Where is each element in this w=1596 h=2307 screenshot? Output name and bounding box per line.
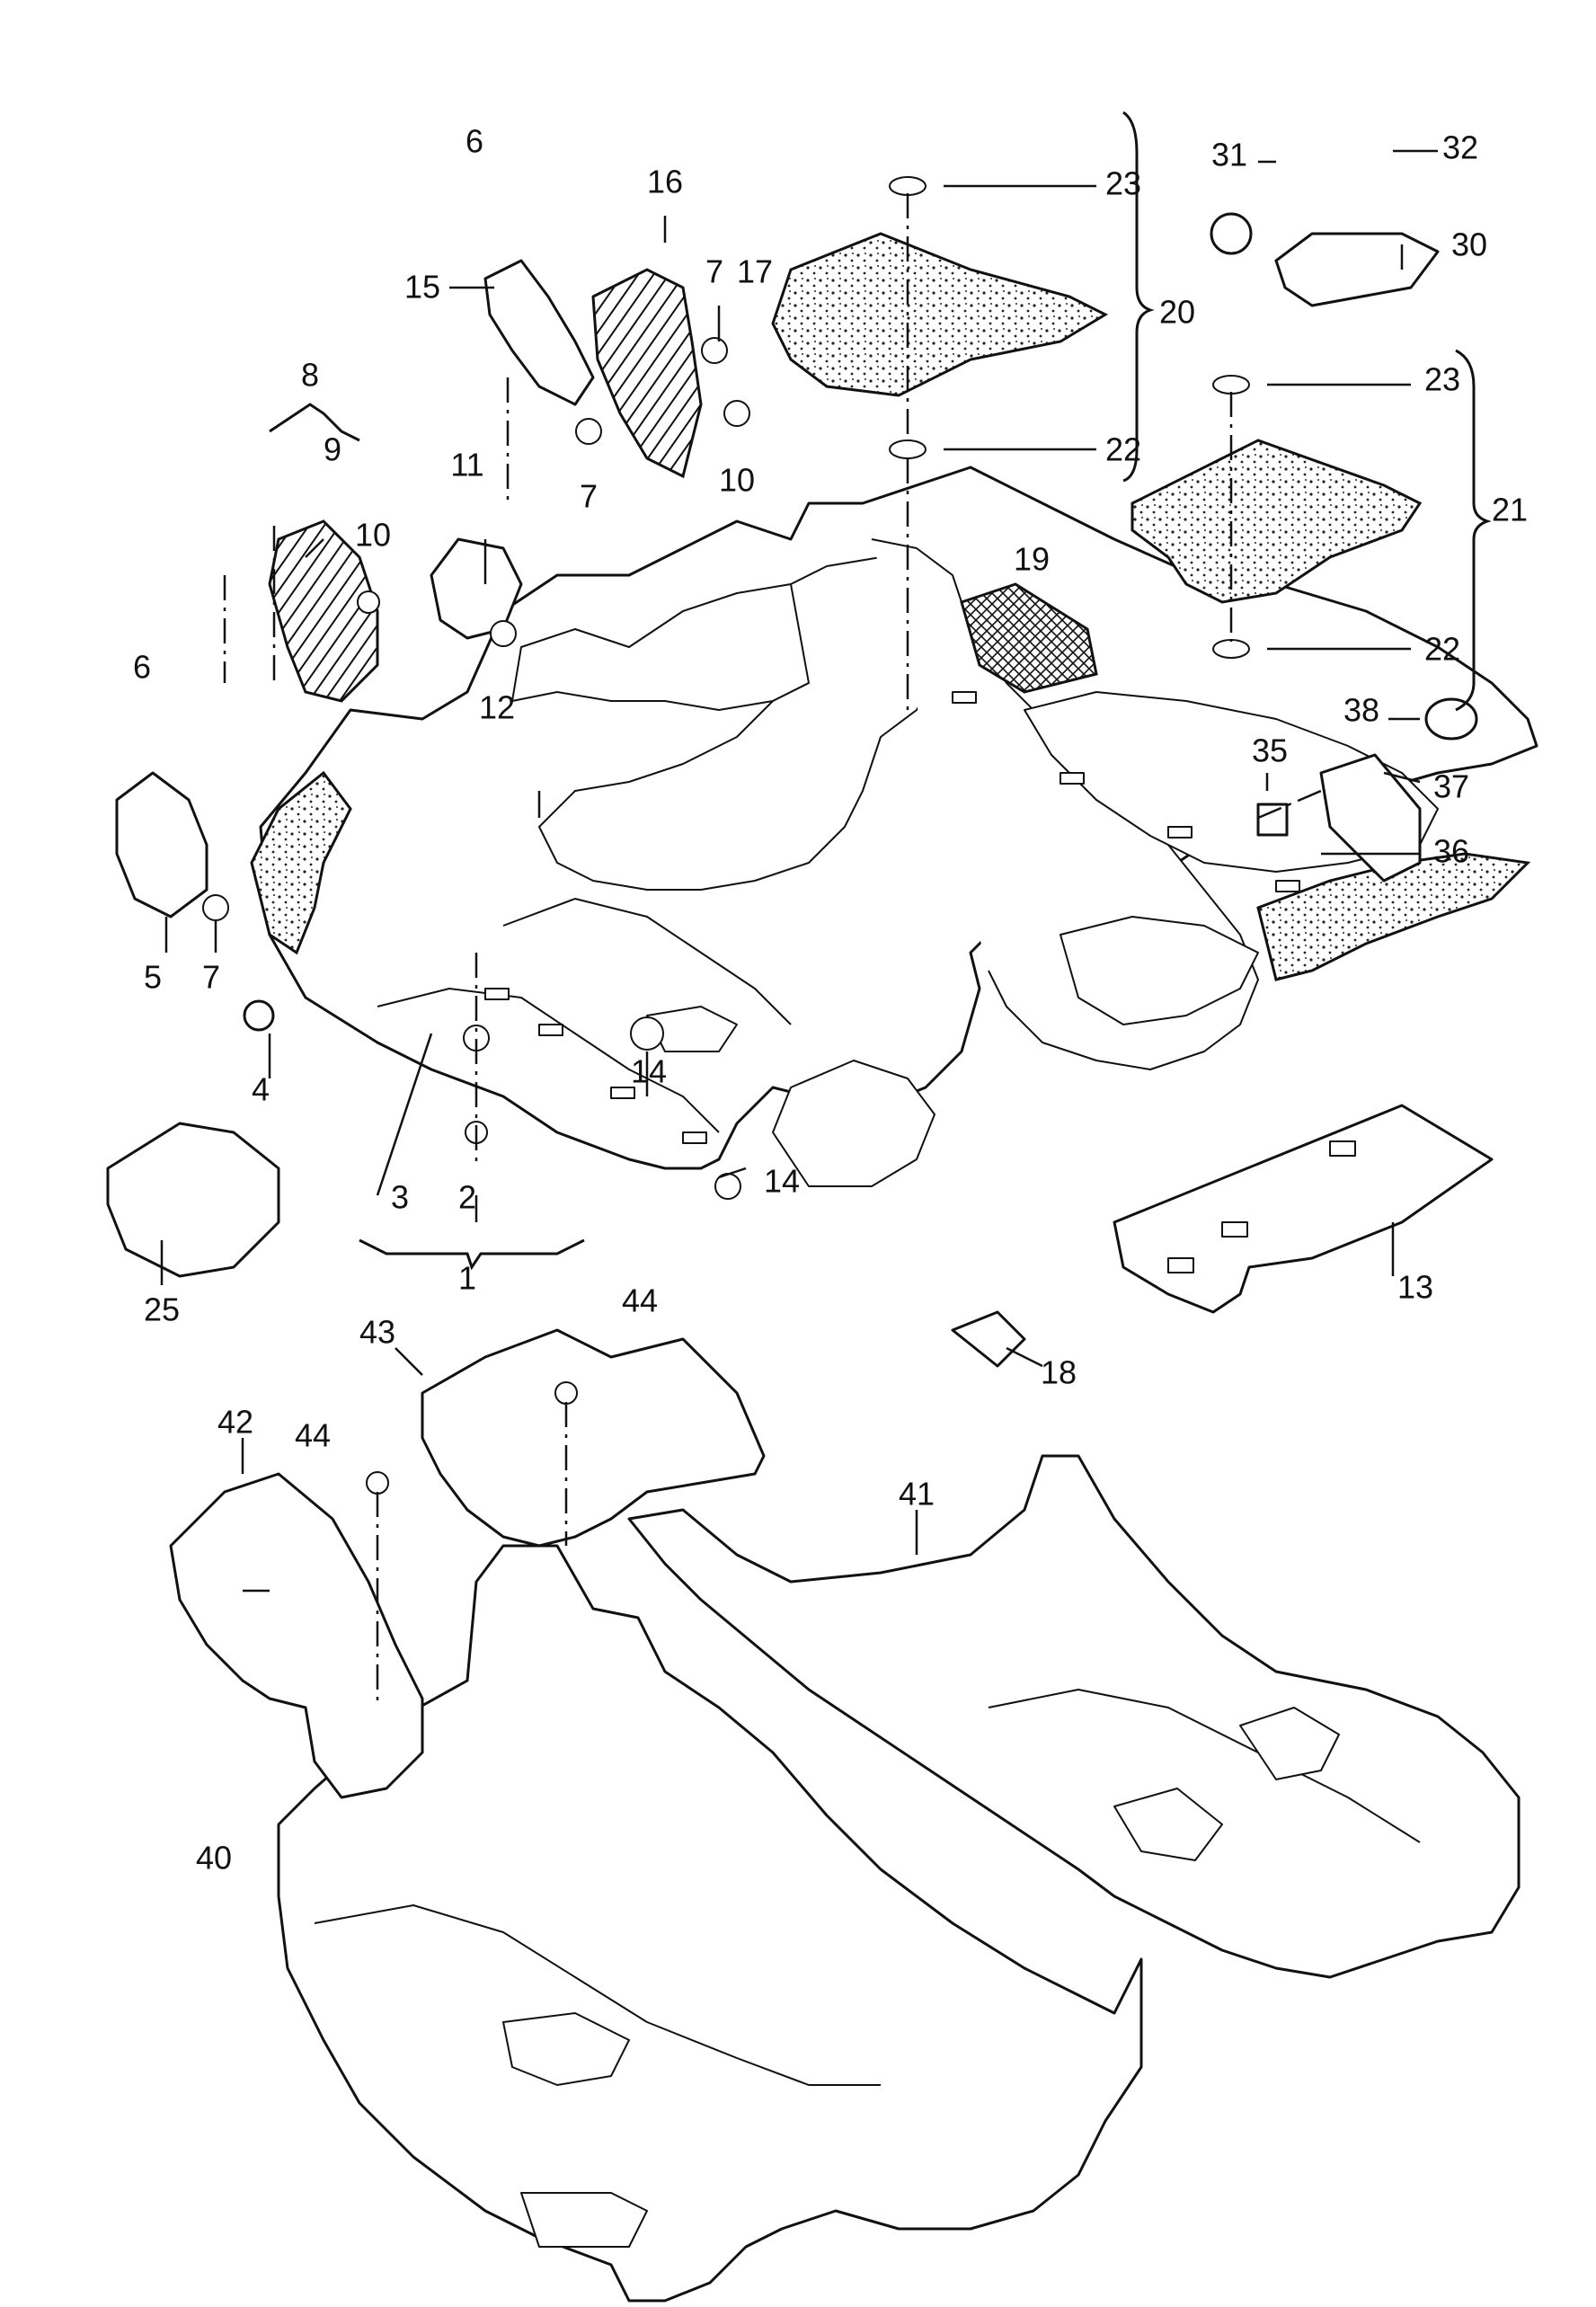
callout-32: 32 bbox=[1442, 129, 1478, 166]
callout-37: 37 bbox=[1433, 768, 1469, 805]
callout-42: 42 bbox=[217, 1404, 253, 1441]
callout-14: 14 bbox=[631, 1053, 667, 1090]
callout-36: 36 bbox=[1433, 833, 1469, 870]
callout-5: 5 bbox=[144, 959, 162, 996]
callout-14: 14 bbox=[764, 1163, 800, 1200]
callout-25: 25 bbox=[144, 1291, 180, 1328]
callout-15: 15 bbox=[404, 269, 440, 306]
callout-7: 7 bbox=[202, 959, 220, 996]
callout-10: 10 bbox=[355, 517, 391, 554]
callout-18: 18 bbox=[1041, 1354, 1077, 1391]
callout-9: 9 bbox=[324, 431, 341, 468]
callout-3: 3 bbox=[391, 1179, 409, 1216]
callout-8: 8 bbox=[301, 357, 319, 394]
callout-13: 13 bbox=[1397, 1269, 1433, 1306]
rear-carpet-part-41 bbox=[627, 1454, 1521, 1979]
assembly-lines bbox=[223, 193, 1404, 1708]
callout-44: 44 bbox=[622, 1282, 658, 1319]
callout-6: 6 bbox=[133, 649, 151, 686]
callout-20: 20 bbox=[1159, 294, 1195, 331]
callout-22: 22 bbox=[1105, 431, 1141, 468]
callout-22: 22 bbox=[1424, 631, 1460, 668]
trunk-floor-mat-part-13 bbox=[1113, 1104, 1494, 1314]
callout-23: 23 bbox=[1424, 361, 1460, 398]
callout-17: 17 bbox=[737, 253, 773, 290]
callout-31: 31 bbox=[1211, 137, 1247, 173]
component-group bbox=[106, 176, 1478, 1368]
callout-7: 7 bbox=[580, 478, 598, 515]
leader-lines bbox=[160, 111, 1492, 1593]
callout-38: 38 bbox=[1343, 692, 1379, 729]
callout-7: 7 bbox=[705, 253, 723, 290]
callout-41: 41 bbox=[899, 1476, 935, 1513]
callout-6: 6 bbox=[466, 123, 483, 160]
callout-30: 30 bbox=[1451, 226, 1487, 263]
callout-19: 19 bbox=[1014, 541, 1050, 578]
callout-11: 11 bbox=[450, 447, 483, 484]
floor-mat-part-42 bbox=[169, 1472, 424, 1799]
callout-35: 35 bbox=[1252, 732, 1288, 769]
callout-labels: 1 2 3 4 5 6 6 7 7 7 8 9 10 10 11 12 13 1… bbox=[133, 123, 1528, 1877]
callout-43: 43 bbox=[359, 1314, 395, 1351]
floor-mat-part-20 bbox=[771, 232, 1109, 397]
floor-mat-part-21 bbox=[1130, 439, 1423, 604]
callout-4: 4 bbox=[252, 1071, 270, 1108]
front-carpet-part-40 bbox=[277, 1544, 1143, 2303]
callout-16: 16 bbox=[647, 164, 683, 200]
callout-10: 10 bbox=[719, 462, 755, 499]
callout-12: 12 bbox=[479, 689, 515, 726]
callout-23: 23 bbox=[1105, 165, 1141, 202]
callout-40: 40 bbox=[196, 1840, 232, 1877]
floor-mat-part-43 bbox=[366, 1328, 766, 1548]
callout-2: 2 bbox=[458, 1179, 476, 1216]
callout-21: 21 bbox=[1492, 492, 1528, 528]
callout-44: 44 bbox=[295, 1417, 331, 1454]
callout-1: 1 bbox=[458, 1260, 476, 1297]
